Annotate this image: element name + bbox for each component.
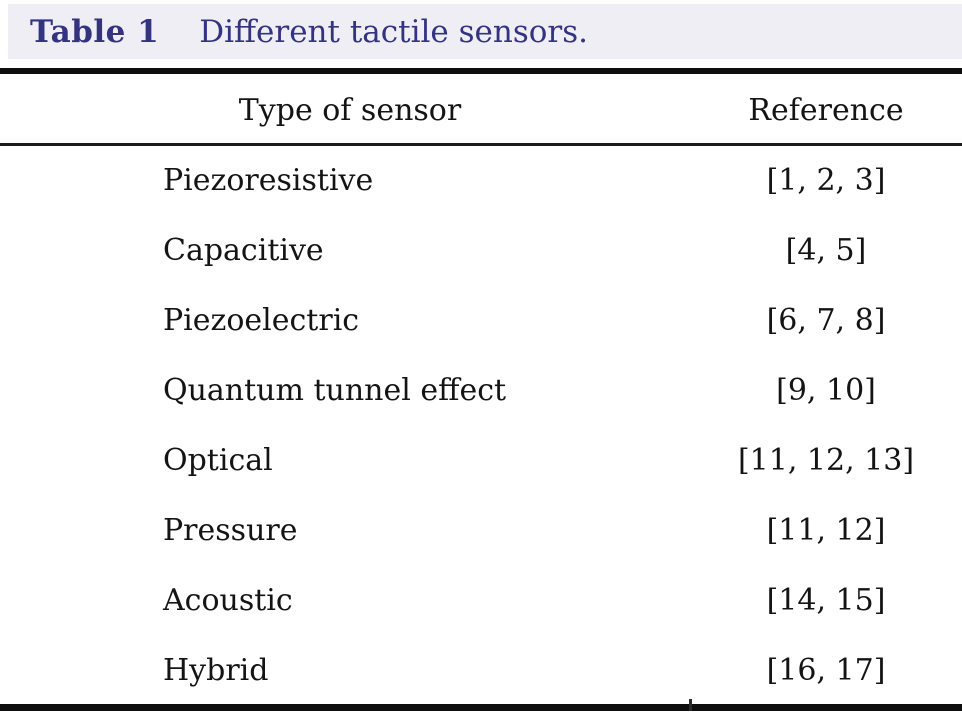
sensor-type-cell: Hybrid [163,653,269,688]
table-caption-text: Different tactile sensors. [199,13,588,50]
reference-cell: [16, 17] [766,653,886,688]
table-row: Acoustic [14, 15] [0,566,962,636]
column-header-type-of-sensor: Type of sensor [238,93,462,128]
sensor-type-cell: Piezoresistive [163,163,374,198]
reference-cell: [9, 10] [776,373,876,408]
reference-cell: [14, 15] [766,583,886,618]
table-row: Optical [11, 12, 13] [0,426,962,496]
table-row: Quantum tunnel effect [9, 10] [0,356,962,426]
bottom-rule [0,704,962,711]
table-row: Pressure [11, 12] [0,496,962,566]
table-caption-bar: Table 1 Different tactile sensors. [8,4,962,59]
reference-cell: [11, 12, 13] [737,443,915,478]
column-header-reference: Reference [748,93,904,128]
top-rule [0,68,962,74]
reference-cell: [6, 7, 8] [766,303,886,338]
table-row: Piezoelectric [6, 7, 8] [0,286,962,356]
sensor-type-cell: Optical [163,443,273,478]
table-header-row: Type of sensor Reference [0,83,962,138]
reference-cell: [1, 2, 3] [766,163,886,198]
table-row: Capacitive [4, 5] [0,216,962,286]
sensor-type-cell: Piezoelectric [163,303,360,338]
reference-cell: [4, 5] [785,233,867,268]
reference-cell: [11, 12] [766,513,886,548]
table-number-label: Table 1 [30,13,160,50]
sensor-type-cell: Quantum tunnel effect [163,373,507,408]
sensor-type-cell: Capacitive [163,233,324,268]
table-row: Hybrid [16, 17] [0,636,962,706]
table-row: Piezoresistive [1, 2, 3] [0,146,962,216]
column-separator-tick [689,699,692,711]
sensor-type-cell: Pressure [163,513,298,548]
sensor-type-cell: Acoustic [163,583,293,618]
header-rule [0,143,962,146]
table-body: Piezoresistive [1, 2, 3] Capacitive [4, … [0,146,962,706]
